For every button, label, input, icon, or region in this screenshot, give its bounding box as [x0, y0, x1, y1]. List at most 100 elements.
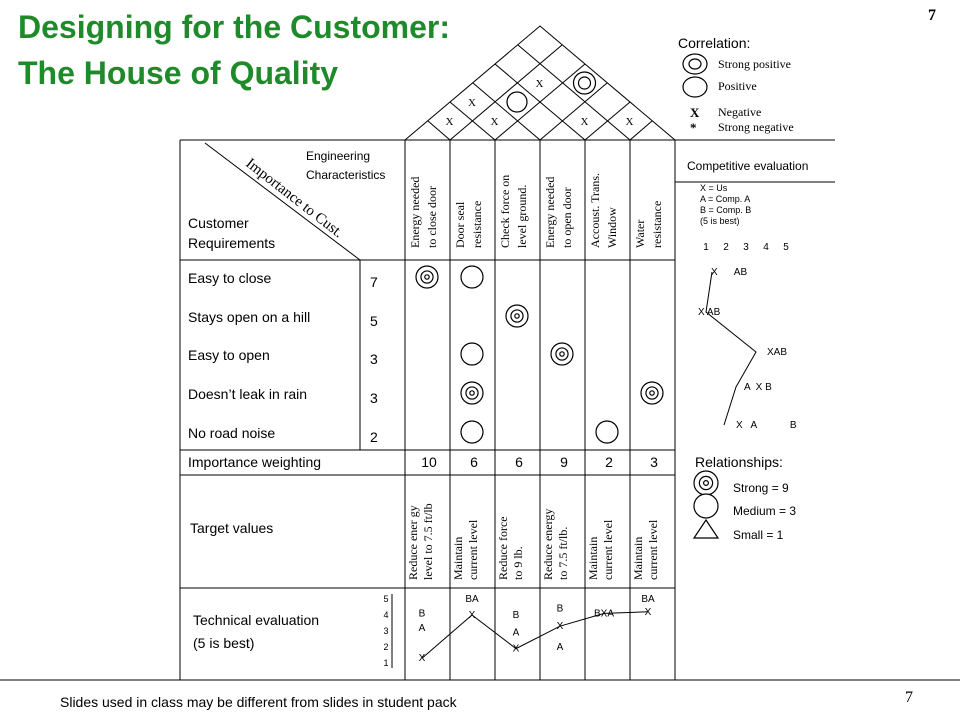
negative-symbol: *	[690, 120, 697, 135]
technical-eval-mark: A	[419, 623, 426, 634]
engineering-label-2: Characteristics	[306, 168, 385, 182]
relationship-legend-label: Small = 1	[733, 528, 784, 542]
target-value-line: Reduce force	[496, 516, 510, 580]
page-number-bottom: 7	[905, 689, 913, 706]
correlation-legend-item: *Strong negative	[690, 120, 794, 135]
footer-note: Slides used in class may be different fr…	[60, 694, 458, 710]
target-value-line: level to 7.5 ft/lb	[421, 503, 435, 580]
strong-relationship-icon	[460, 381, 484, 405]
small-relationship-triangle-icon	[692, 518, 720, 539]
technical-eval-mark: X	[645, 607, 652, 618]
customer-requirement-name: Easy to close	[188, 270, 271, 286]
importance-weight-value: 6	[470, 454, 478, 470]
customer-importance: 5	[370, 313, 378, 329]
relationship-legend-item: Strong = 9	[693, 470, 789, 496]
competitive-scale-tick: 5	[783, 242, 789, 253]
technical-eval-column: BAX	[419, 608, 426, 664]
strong-relationship-legend-icon	[693, 470, 719, 496]
correlation-legend-label: Negative	[718, 105, 761, 119]
correlation-title: Correlation:	[678, 35, 750, 51]
negative-correlation-mark: X	[581, 116, 589, 128]
relationship-legend-label: Strong = 9	[733, 481, 789, 495]
relationship-legend-label: Medium = 3	[733, 504, 796, 518]
strong-relationship-icon	[640, 381, 664, 405]
competitive-row-marks: X AB	[698, 307, 721, 318]
engineering-characteristic-line: Window	[605, 207, 619, 248]
customer-requirement-name: Doesn’t leak in rain	[188, 386, 307, 402]
competitive-row-marks: X A B	[736, 420, 797, 431]
competitive-key-item: X = Us	[700, 183, 728, 193]
customer-requirement-name: Easy to open	[188, 347, 270, 363]
correlation-legend-item: X Negative	[690, 105, 761, 120]
importance-weight-value: 10	[421, 454, 437, 470]
target-values-label: Target values	[190, 520, 273, 536]
competitive-us-line	[705, 271, 757, 426]
importance-weighting-label: Importance weighting	[188, 454, 321, 470]
medium-relationship-icon	[460, 342, 484, 366]
correlation-legend-item: Positive	[682, 76, 757, 98]
medium-relationship-icon	[595, 420, 619, 444]
medium-relationship-icon	[460, 265, 484, 289]
target-value-line: current level	[601, 519, 615, 580]
customer-label-1: Customer	[188, 215, 249, 231]
target-value-line: current level	[466, 519, 480, 580]
competitive-evaluation: Competitive evaluation X = UsA = Comp. A…	[687, 159, 808, 431]
technical-eval-mark: BA	[641, 594, 655, 605]
target-value-line: Maintain	[586, 537, 600, 580]
strong-positive-icon	[682, 53, 708, 75]
negative-correlation-mark: X	[446, 116, 454, 128]
correlation-roof	[404, 25, 676, 141]
customer-requirement-name: Stays open on a hill	[188, 309, 310, 325]
importance-weight-value: 6	[515, 454, 523, 470]
importance-weight-value: 2	[605, 454, 613, 470]
positive-correlation-icon	[506, 91, 528, 113]
technical-eval-column: BAX	[465, 594, 479, 621]
target-value-line: to 7.5 ft/lb.	[556, 527, 570, 580]
correlation-legend-label: Positive	[718, 79, 757, 93]
target-value-line: current level	[646, 519, 660, 580]
negative-symbol: X	[690, 105, 700, 120]
importance-weight-value: 3	[650, 454, 658, 470]
technical-scale-tick: 4	[383, 610, 388, 620]
relationship-legend-item: Medium = 3	[693, 493, 796, 519]
engineering-characteristic-line: resistance	[650, 201, 664, 248]
customer-importance: 2	[370, 429, 378, 445]
engineering-label-1: Engineering	[306, 149, 370, 163]
customer-requirement-row: Stays open on a hill 5	[188, 309, 378, 329]
strong-relationship-icon	[505, 304, 529, 328]
technical-eval-column: BXA	[594, 608, 614, 619]
technical-eval-mark: B	[557, 604, 564, 615]
competitive-title: Competitive evaluation	[687, 159, 808, 173]
technical-scale-tick: 3	[383, 626, 388, 636]
engineering-characteristic-line: Door seal	[453, 201, 467, 248]
medium-relationship-icon	[460, 420, 484, 444]
technical-eval-mark: X	[513, 644, 520, 655]
positive-icon	[682, 76, 708, 98]
target-value-line: Maintain	[631, 537, 645, 580]
customer-importance: 3	[370, 390, 378, 406]
negative-correlation-mark: X	[626, 116, 634, 128]
technical-eval-mark: B	[513, 610, 520, 621]
engineering-characteristic-line: level ground.	[515, 185, 529, 248]
competitive-key-item: (5 is best)	[700, 216, 740, 226]
customer-requirement-row: Doesn’t leak in rain 3	[188, 386, 378, 406]
technical-eval-mark: A	[557, 642, 564, 653]
engineering-characteristic-line: to open door	[560, 187, 574, 248]
technical-eval-column: BAX	[513, 610, 520, 655]
technical-scale-tick: 1	[383, 658, 388, 668]
competitive-scale-tick: 1	[703, 242, 709, 253]
page-number-top: 7	[928, 7, 936, 24]
technical-eval-mark: BXA	[594, 608, 614, 619]
engineering-characteristic: Accoust. Trans.Window	[588, 173, 619, 248]
